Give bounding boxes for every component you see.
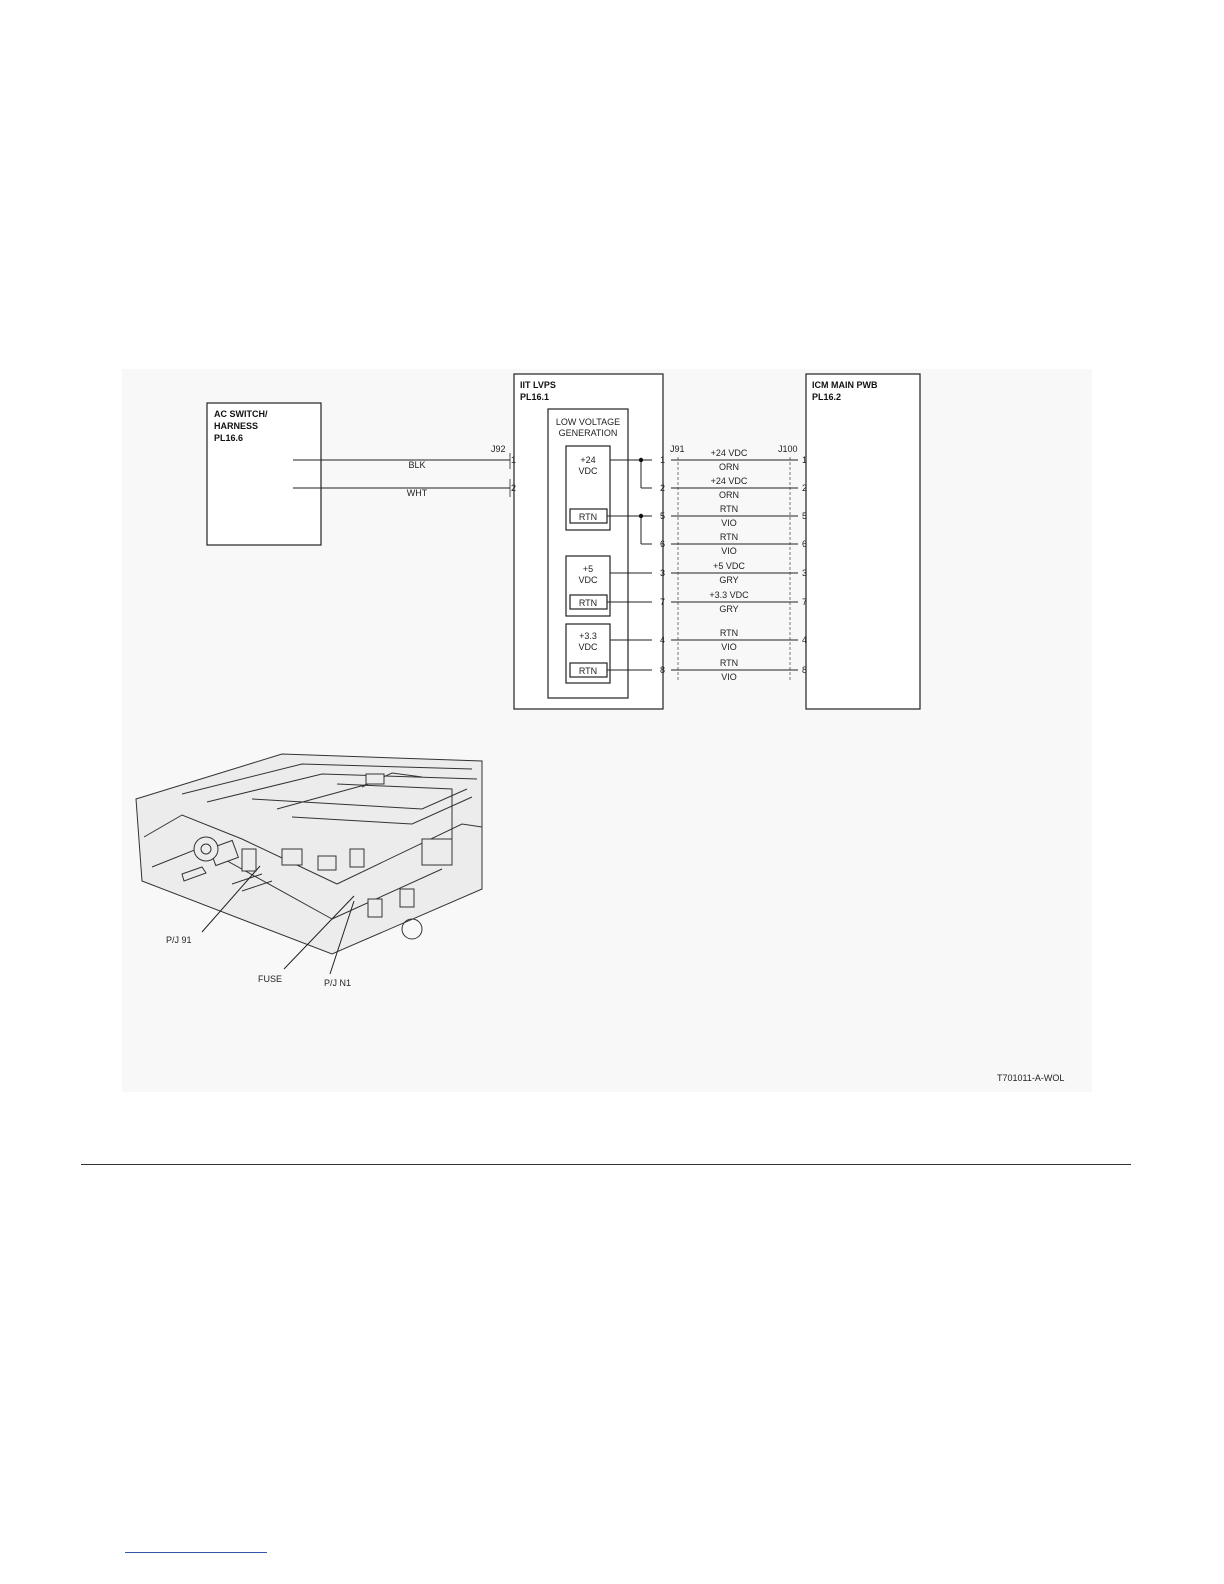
dc-wire-color: VIO	[721, 546, 737, 556]
figure-id: T701011-A-WOL	[997, 1073, 1064, 1083]
dc-wire-pin-j100: 5	[802, 511, 807, 521]
v24-label-2: VDC	[578, 466, 598, 476]
junction-dot	[639, 514, 643, 518]
printer-chassis-illustration	[136, 754, 482, 954]
ac-wire-pin: 1	[511, 455, 516, 465]
dc-wire-signal: RTN	[720, 504, 738, 514]
dc-wire-pin-j100: 2	[802, 483, 807, 493]
dc-wire-pin-j100: 3	[802, 568, 807, 578]
dc-wire-pin-j91: 2	[660, 483, 665, 493]
ac-switch-title: AC SWITCH/	[214, 409, 268, 419]
v24-label-1: +24	[580, 455, 595, 465]
v33-rtn-label: RTN	[579, 666, 597, 676]
diagram-panel: AC SWITCH/ HARNESS PL16.6 IIT LVPS PL16.…	[122, 369, 1092, 1092]
dc-wire-color: ORN	[719, 462, 739, 472]
dc-wire-pin-j91: 1	[660, 455, 665, 465]
ac-wire-color: BLK	[408, 460, 425, 470]
v5-label-1: +5	[583, 564, 593, 574]
lv-generation-label-1: LOW VOLTAGE	[556, 417, 620, 427]
icm-box	[806, 374, 920, 709]
dc-wire-color: VIO	[721, 672, 737, 682]
ac-wire-pin: 2	[511, 483, 516, 493]
dc-wire-signal: +24 VDC	[711, 448, 748, 458]
dc-wire-pin-j100: 8	[802, 665, 807, 675]
dc-wire-pin-j100: 4	[802, 635, 807, 645]
connector-j91: J91	[670, 444, 685, 454]
dc-wire-pin-j100: 6	[802, 539, 807, 549]
callout-pjn1: P/J N1	[324, 978, 351, 988]
dc-wire-pin-j91: 3	[660, 568, 665, 578]
lvps-title: IIT LVPS	[520, 380, 556, 390]
ac-switch-subtitle: HARNESS	[214, 421, 258, 431]
dc-wire-pin-j100: 7	[802, 597, 807, 607]
dc-wire-signal: RTN	[720, 628, 738, 638]
icm-part: PL16.2	[812, 392, 841, 402]
junction-dot	[639, 458, 643, 462]
v5-rtn-label: RTN	[579, 598, 597, 608]
v33-label-2: VDC	[578, 642, 598, 652]
dc-wire-color: ORN	[719, 490, 739, 500]
footer-link-underline[interactable]	[125, 1552, 267, 1553]
ac-switch-part: PL16.6	[214, 433, 243, 443]
wiring-diagram: AC SWITCH/ HARNESS PL16.6 IIT LVPS PL16.…	[122, 369, 1092, 1092]
v5-label-2: VDC	[578, 575, 598, 585]
dc-wire-color: VIO	[721, 518, 737, 528]
dc-wire-pin-j91: 7	[660, 597, 665, 607]
icm-title: ICM MAIN PWB	[812, 380, 878, 390]
callout-fuse: FUSE	[258, 974, 282, 984]
lvps-part: PL16.1	[520, 392, 549, 402]
dc-wire-pin-j91: 8	[660, 665, 665, 675]
dc-wire-signal: RTN	[720, 532, 738, 542]
dc-wire-signal: RTN	[720, 658, 738, 668]
connector-j92: J92	[491, 444, 506, 454]
page-divider	[81, 1164, 1131, 1165]
dc-wire-color: GRY	[719, 604, 738, 614]
v33-label-1: +3.3	[579, 631, 597, 641]
dc-wire-signal: +24 VDC	[711, 476, 748, 486]
dc-wire-pin-j91: 5	[660, 511, 665, 521]
v24-rtn-label: RTN	[579, 512, 597, 522]
dc-wire-signal: +3.3 VDC	[709, 590, 749, 600]
ac-switch-block: AC SWITCH/ HARNESS PL16.6	[207, 403, 321, 545]
dc-wire-pin-j91: 4	[660, 635, 665, 645]
ac-wire-color: WHT	[407, 488, 428, 498]
lv-generation-label-2: GENERATION	[559, 428, 618, 438]
dc-wire-pin-j100: 1	[802, 455, 807, 465]
dc-wire-color: GRY	[719, 575, 738, 585]
callout-pj91: P/J 91	[166, 935, 192, 945]
icm-block: ICM MAIN PWB PL16.2	[806, 374, 920, 709]
dc-wire-signal: +5 VDC	[713, 561, 745, 571]
dc-wire-pin-j91: 6	[660, 539, 665, 549]
dc-wire-color: VIO	[721, 642, 737, 652]
connector-j100: J100	[778, 444, 798, 454]
